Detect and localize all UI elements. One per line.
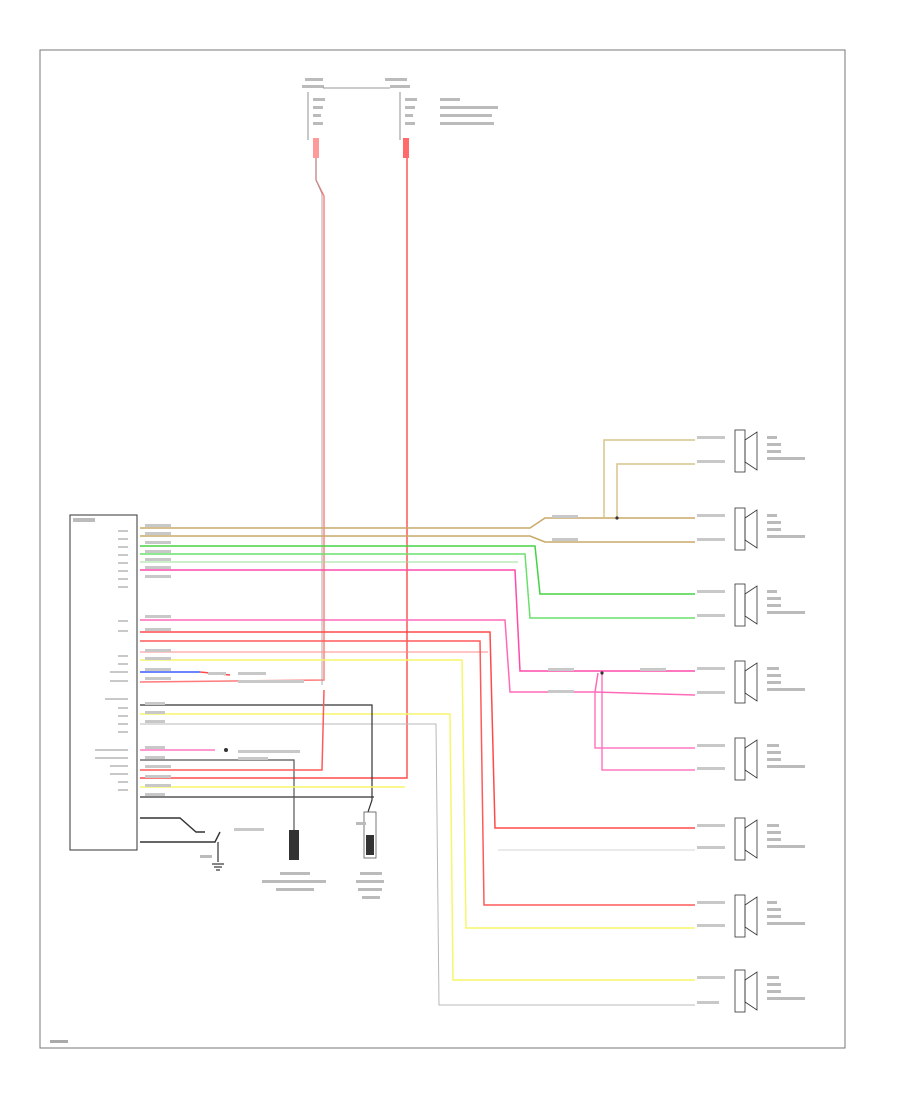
- wire-green-2: [140, 553, 695, 619]
- fuse-block-right: [385, 78, 498, 125]
- speaker-icon: [734, 583, 805, 627]
- speaker-icon: [734, 660, 805, 704]
- wire-red-1: [140, 631, 695, 829]
- wire-black-4: [140, 831, 221, 843]
- wire-pink-4: [601, 673, 695, 771]
- wire-tan-4: [616, 463, 695, 518]
- connector-antenna-module: [356, 811, 384, 899]
- diagram-frame: [39, 49, 846, 1049]
- power-feed-left: [139, 140, 325, 685]
- speaker-icon: [734, 969, 805, 1013]
- power-feed-right: [140, 138, 409, 779]
- splice-dots: [224, 516, 619, 752]
- wire-pink-3: [594, 692, 695, 749]
- fuse-block-left: [302, 78, 325, 125]
- wire-gray-3: [140, 759, 295, 830]
- wire-red-5: [140, 689, 325, 771]
- speaker-icon: [734, 737, 805, 781]
- speaker-icon: [734, 429, 805, 473]
- wire-labels: [145, 515, 666, 831]
- splice-dot-icon: [600, 671, 604, 675]
- wire-gray-1: [140, 723, 695, 1006]
- speaker-wire-labels: [697, 436, 725, 1004]
- speaker-icon: [734, 894, 805, 938]
- splice-dot-icon: [224, 748, 228, 752]
- wire-yellow-2: [140, 713, 695, 981]
- wire-pink-5: [594, 691, 696, 696]
- connector-power-antenna: [262, 830, 326, 891]
- wire-red-3: [140, 640, 695, 906]
- ground-icon: [212, 842, 224, 871]
- wire-tan-2: [140, 535, 695, 543]
- speaker-icon: [734, 817, 805, 861]
- wire-pink-2: [140, 619, 599, 693]
- wire-black-3: [140, 817, 205, 833]
- radio-unit: [69, 514, 138, 851]
- splice-dot-icon: [615, 516, 619, 520]
- wire-green-1: [140, 545, 695, 595]
- speakers: [734, 429, 805, 1013]
- wire-yellow-1: [140, 659, 695, 929]
- wire-pink-1: [140, 569, 695, 672]
- wires: [140, 439, 696, 1006]
- speaker-icon: [734, 507, 805, 551]
- wire-tan-1: [140, 517, 695, 529]
- wire-tan-3: [603, 439, 695, 518]
- wire-black-1: [140, 704, 373, 813]
